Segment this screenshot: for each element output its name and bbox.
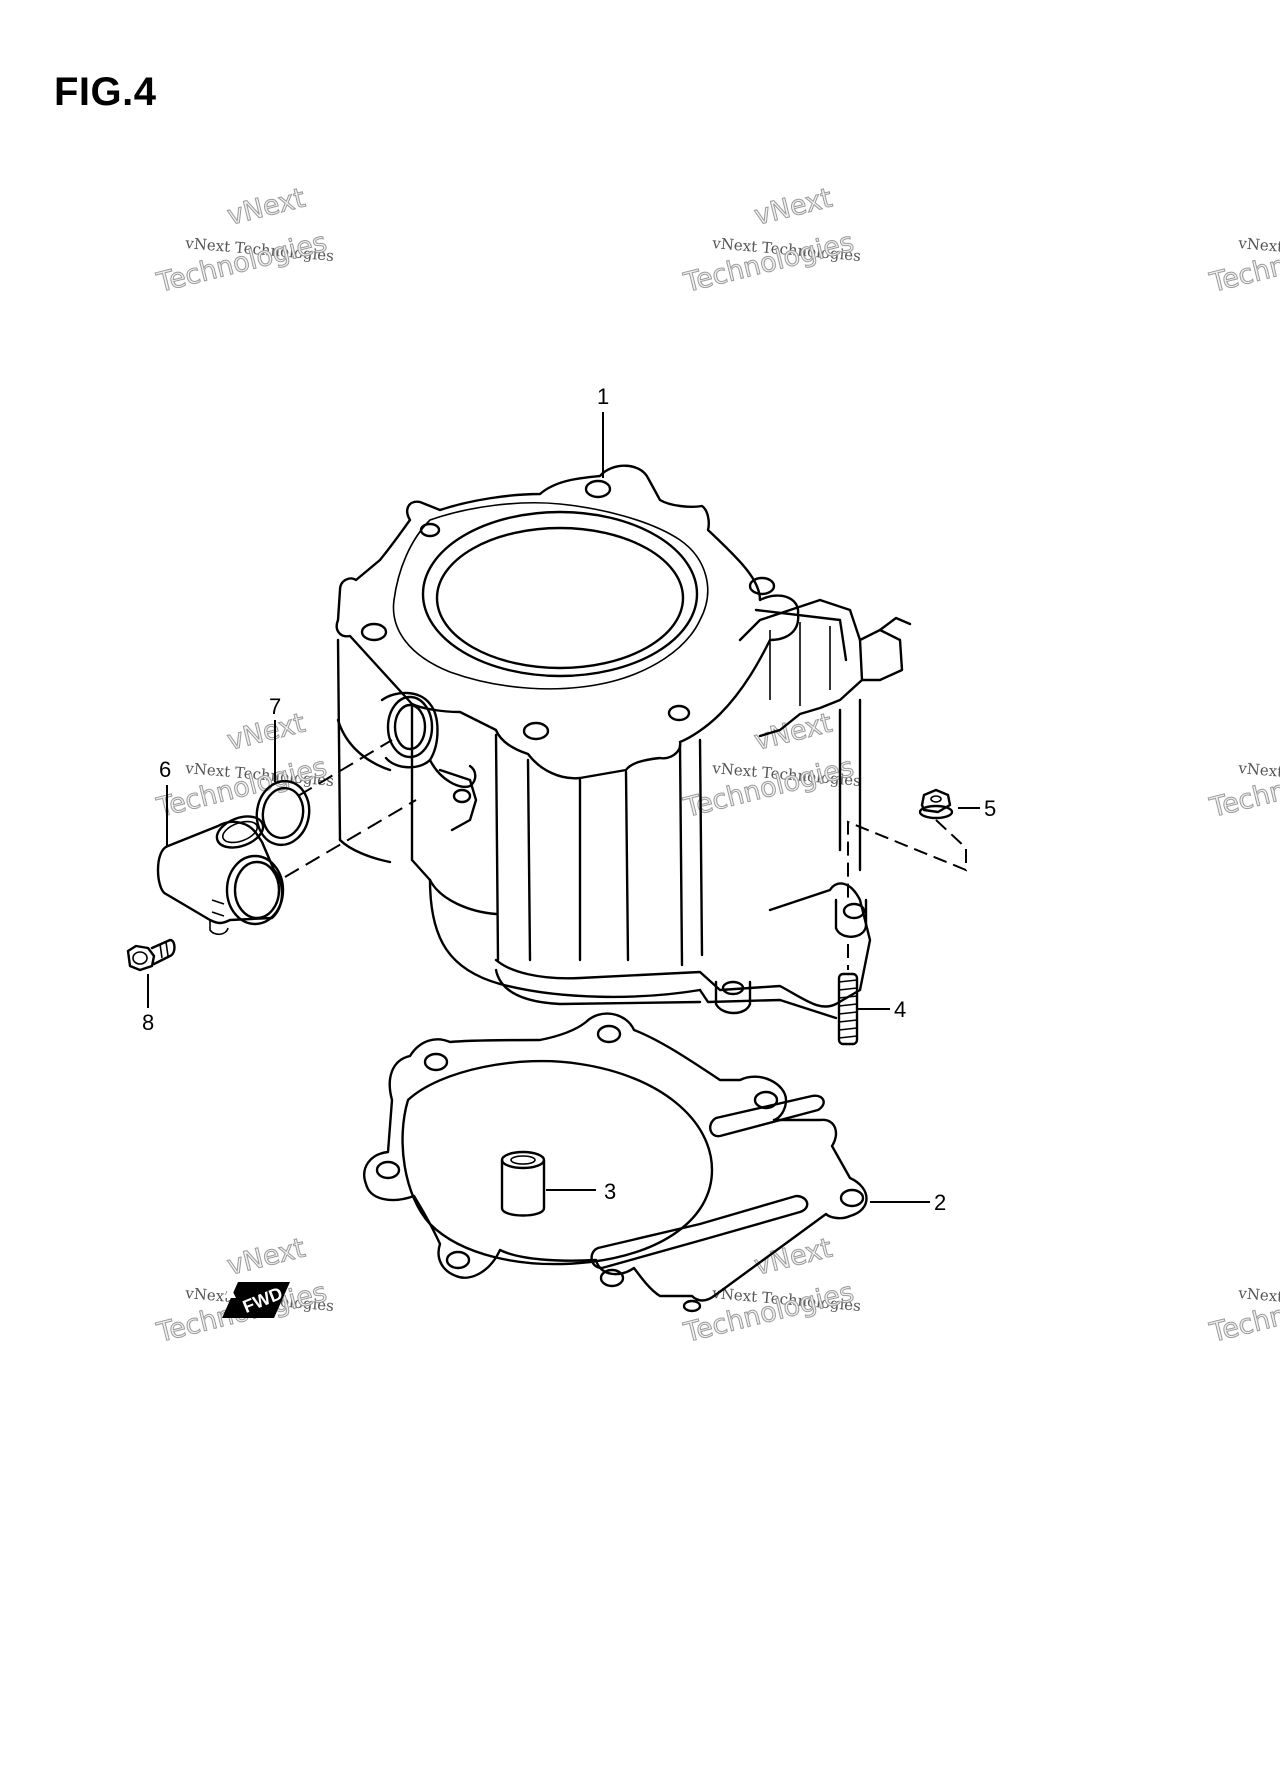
o-ring[interactable] <box>252 777 314 849</box>
watermark-tile: vNext vNext Technologies Technologies <box>680 182 862 299</box>
callout-labels: 1 2 3 4 5 6 7 8 <box>142 384 996 1215</box>
watermark-tile: vNext Technologies Technologies <box>1206 1276 1280 1349</box>
svg-text:vNext: vNext <box>751 708 835 757</box>
water-inlet-pipe[interactable] <box>156 811 285 936</box>
watermark-tile: vNext Technologies Technologies <box>1206 751 1280 824</box>
callout-5: 5 <box>984 796 996 821</box>
stud-bolt[interactable] <box>837 972 859 1046</box>
watermark-tile: vNext Technologies Technologies <box>1206 226 1280 299</box>
svg-text:vNext: vNext <box>751 1233 835 1282</box>
callout-7: 7 <box>269 694 281 719</box>
watermark-tile: vNext vNext Technologies Technologies <box>153 182 335 299</box>
callout-4: 4 <box>894 997 906 1022</box>
callout-1: 1 <box>597 384 609 409</box>
cylinder-part[interactable] <box>335 464 912 1020</box>
callout-6: 6 <box>159 757 171 782</box>
leader-lines <box>147 412 980 1203</box>
callout-3: 3 <box>604 1179 616 1204</box>
svg-text:vNext: vNext <box>224 183 308 232</box>
svg-text:Technologies: Technologies <box>680 1277 857 1349</box>
callout-8: 8 <box>142 1010 154 1035</box>
svg-text:Technologies: Technologies <box>680 752 857 824</box>
flange-nut[interactable] <box>918 788 954 820</box>
callout-2: 2 <box>934 1190 946 1215</box>
svg-text:Technologies: Technologies <box>680 227 857 299</box>
svg-text:vNext: vNext <box>224 1233 308 1282</box>
svg-text:vNext: vNext <box>751 183 835 232</box>
dowel-pin[interactable] <box>500 1150 546 1217</box>
watermark-tile: vNext vNext Technologies Technologies <box>153 707 335 824</box>
svg-text:vNext: vNext <box>224 708 308 757</box>
figure-title: FIG.4 <box>54 70 157 114</box>
svg-text:Technologies: Technologies <box>153 227 330 299</box>
hex-bolt[interactable] <box>126 938 176 972</box>
watermark-tile: vNext vNext Technologies Technologies <box>680 1232 862 1349</box>
cylinder-base-gasket[interactable] <box>363 1012 868 1313</box>
